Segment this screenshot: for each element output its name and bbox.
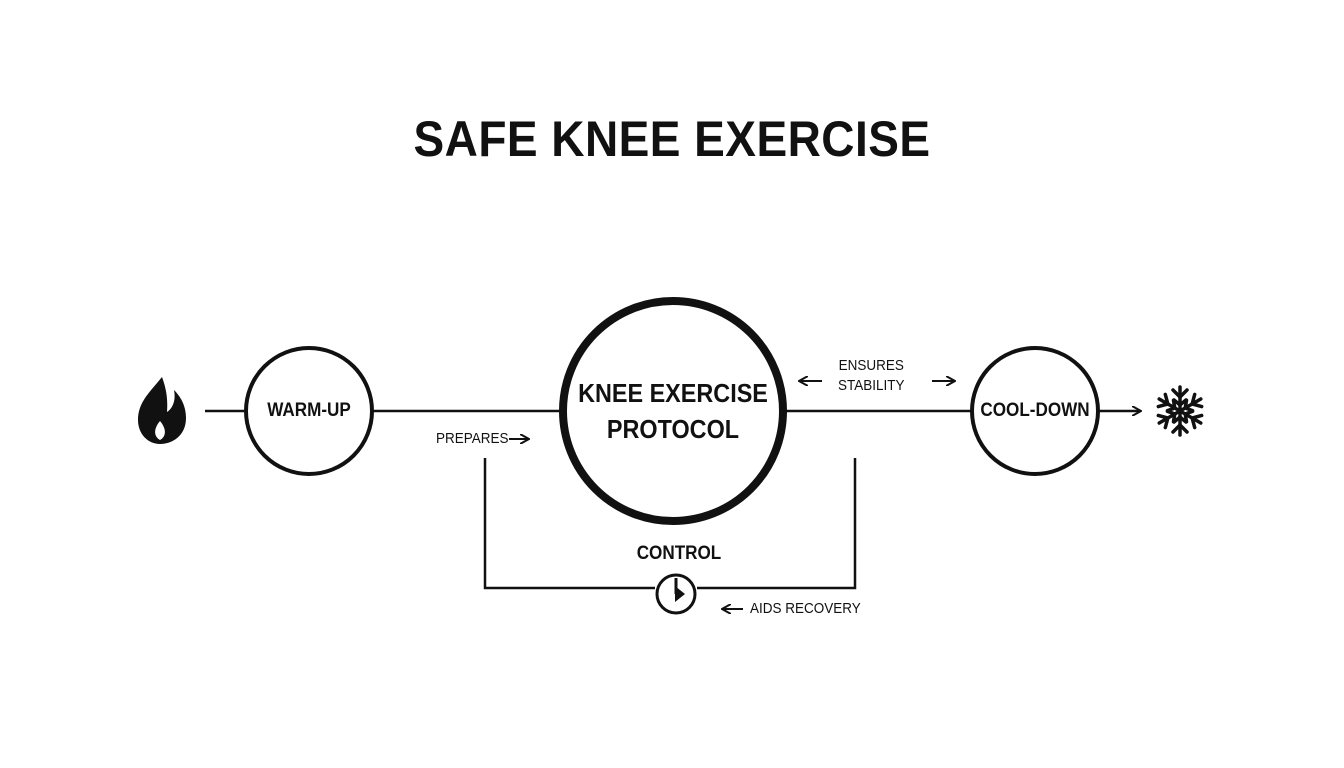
protocol-label-line2: PROTOCOL <box>606 414 740 444</box>
ensures-label-line2: STABILITY <box>838 377 905 394</box>
snowflake-icon <box>1153 385 1207 437</box>
ensures-stability-label: ENSURES STABILITY <box>838 356 905 396</box>
protocol-label-line1: KNEE EXERCISE <box>578 378 768 408</box>
flame-icon <box>138 377 186 444</box>
diagram-title: SAFE KNEE EXERCISE <box>413 111 931 167</box>
protocol-node <box>559 297 787 525</box>
control-loop-left <box>483 458 655 590</box>
ensures-label-line1: ENSURES <box>838 357 904 374</box>
warm-up-label: WARM-UP <box>267 400 351 421</box>
control-loop-right <box>697 458 857 590</box>
warm-up-node <box>244 346 374 476</box>
cool-down-node <box>970 346 1100 476</box>
control-label: CONTROL <box>636 543 722 564</box>
prepares-label: PREPARES <box>436 430 509 447</box>
cool-down-label: COOL-DOWN <box>980 400 1090 421</box>
protocol-label: KNEE EXERCISE PROTOCOL <box>574 301 772 521</box>
timer-icon <box>655 573 697 615</box>
aids-recovery-label: AIDS RECOVERY <box>750 600 861 617</box>
